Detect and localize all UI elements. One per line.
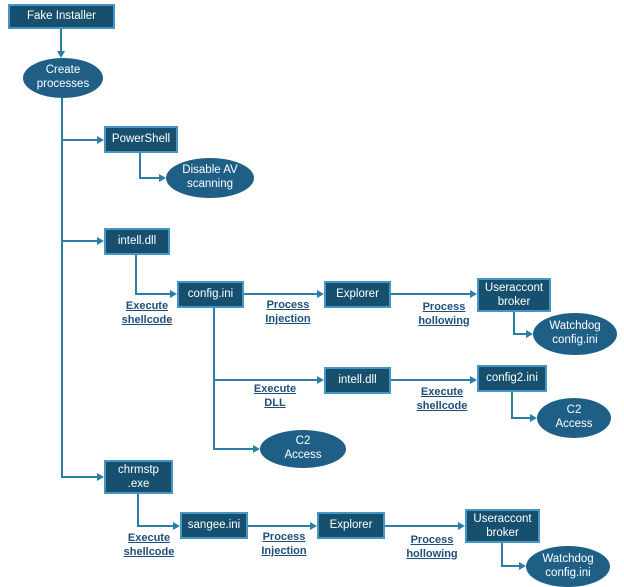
edge-label-execute-dll: Execute DLL <box>253 383 297 409</box>
node-disable-av-scanning: Disable AV scanning <box>166 158 254 198</box>
edge-config2ini-down <box>511 392 513 419</box>
edge-explorer2-to-useraccont2 <box>385 525 458 527</box>
node-powershell: PowerShell <box>104 126 178 153</box>
node-c2-access-2: C2 Access <box>260 430 346 468</box>
edge-powershell-to-disableav <box>139 177 159 179</box>
arrowhead-watchdog1 <box>526 330 533 338</box>
arrowhead-disableav <box>159 174 166 182</box>
arrowhead-powershell <box>97 136 104 144</box>
edge-label-execute-shellcode-3: Execute shellcode <box>123 532 175 558</box>
edge-config2ini-to-c2access1 <box>511 417 530 419</box>
edge-branch-chrmstp <box>62 476 97 478</box>
arrowhead-intelldll1 <box>97 237 104 245</box>
edge-label-execute-shellcode-2: Execute shellcode <box>416 386 468 412</box>
node-explorer-1: Explorer <box>324 281 391 308</box>
edge-chrmstp-to-sangeeini <box>137 525 173 527</box>
node-explorer-2: Explorer <box>317 512 385 539</box>
edge-label-process-injection-2: Process Injection <box>261 531 307 557</box>
node-config2-ini: config2.ini <box>477 365 547 392</box>
edge-configini-to-intelldll2 <box>213 379 317 381</box>
node-create-processes: Create processes <box>23 58 103 98</box>
edge-useraccont1-to-watchdog1 <box>513 333 526 335</box>
edge-configini-to-c2access2 <box>213 448 253 450</box>
edge-branch-powershell <box>62 139 97 141</box>
node-chrmstp-exe: chrmstp .exe <box>104 460 173 494</box>
edge-label-process-hollowing-1: Process hollowing <box>418 301 470 327</box>
edge-fake-to-create <box>60 29 62 51</box>
node-useraccont-broker-2: Useraccont broker <box>465 509 540 543</box>
edge-intelldll1-to-configini <box>135 293 170 295</box>
node-useraccont-broker-1: Useraccont broker <box>477 278 551 312</box>
node-c2-access-1: C2 Access <box>537 398 611 438</box>
edge-sangeeini-to-explorer2 <box>248 525 310 527</box>
arrowhead-intelldll2 <box>317 376 324 384</box>
edge-label-process-hollowing-2: Process hollowing <box>406 534 458 560</box>
arrowhead-sangeeini <box>173 522 180 530</box>
node-fake-installer: Fake Installer <box>8 4 115 29</box>
edge-useraccont2-down <box>501 543 503 567</box>
edge-intelldll1-down <box>135 255 137 295</box>
node-watchdog-config-ini-1: Watchdog config.ini <box>533 313 617 355</box>
edge-intelldll2-to-config2ini <box>391 379 470 381</box>
edge-powershell-down <box>139 153 141 179</box>
arrowhead-watchdog2 <box>519 562 526 570</box>
arrowhead-useraccont1 <box>470 290 477 298</box>
arrowhead-explorer2 <box>310 522 317 530</box>
edge-chrmstp-down <box>137 494 139 527</box>
arrowhead-fake-to-create <box>57 51 65 58</box>
node-config-ini: config.ini <box>177 281 244 308</box>
edge-label-process-injection-1: Process Injection <box>265 299 311 325</box>
arrowhead-explorer1 <box>317 290 324 298</box>
edge-main-trunk <box>61 98 63 478</box>
arrowhead-chrmstp <box>97 473 104 481</box>
edge-branch-intelldll1 <box>62 240 97 242</box>
edge-useraccont2-to-watchdog2 <box>501 565 519 567</box>
arrowhead-c2access2 <box>253 445 260 453</box>
node-sangee-ini: sangee.ini <box>180 512 248 539</box>
edge-label-execute-shellcode-1: Execute shellcode <box>121 300 173 326</box>
edge-useraccont1-down <box>513 312 515 335</box>
node-watchdog-config-ini-2: Watchdog config.ini <box>526 546 610 587</box>
edge-configini-to-explorer1 <box>244 293 317 295</box>
node-intell-dll-2: intell.dll <box>324 367 391 394</box>
node-intell-dll-1: intell.dll <box>104 228 170 255</box>
arrowhead-useraccont2 <box>458 522 465 530</box>
edge-explorer1-to-useraccont1 <box>391 293 470 295</box>
arrowhead-config2ini <box>470 376 477 384</box>
arrowhead-c2access1 <box>530 414 537 422</box>
arrowhead-configini <box>170 290 177 298</box>
